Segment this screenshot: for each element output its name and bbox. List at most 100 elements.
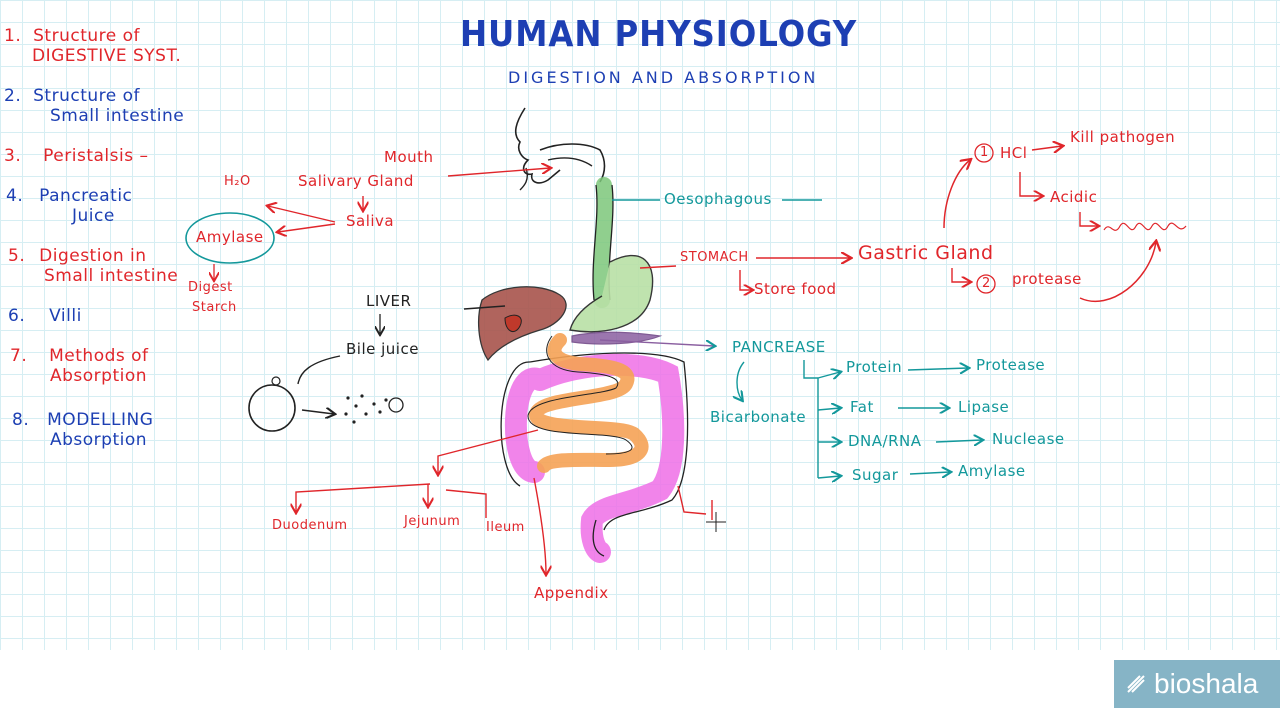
toc-item-8: 8. MODELLING Absorption xyxy=(12,410,153,450)
emulsified-droplets xyxy=(344,394,388,424)
saliva-to-amylase xyxy=(268,206,336,223)
enzyme-label: Nuclease xyxy=(992,430,1065,448)
protease-loop xyxy=(1079,242,1156,303)
toc-num: 6. xyxy=(8,306,26,326)
toc-num: 7. xyxy=(10,346,28,366)
tongue xyxy=(547,157,593,167)
toc-num: 4. xyxy=(6,186,24,206)
fat-globule xyxy=(248,384,296,432)
duodenum-label: Duodenum xyxy=(272,518,348,533)
bile-curve xyxy=(297,355,341,385)
rectum xyxy=(592,519,605,557)
h2o-label: H₂O xyxy=(224,174,251,189)
substrate-label: Protein xyxy=(846,358,903,376)
to-appendix xyxy=(533,477,546,574)
cursor-crosshair xyxy=(706,512,726,532)
toc-num: 5. xyxy=(8,246,26,266)
dna-icon xyxy=(1127,675,1145,693)
bottom-bar xyxy=(0,650,1280,720)
dna-arrow xyxy=(935,440,982,442)
gall-bladder xyxy=(504,314,522,333)
mouth-arrow xyxy=(447,168,550,177)
starch-label: Starch xyxy=(192,300,237,315)
pancrease-to-bicarb xyxy=(737,361,745,400)
toc-num: 1. xyxy=(4,26,22,46)
logo-text: bioshala xyxy=(1154,668,1259,699)
saliva-to-amylase-2 xyxy=(278,223,336,232)
salivary-gland-label: Salivary Gland xyxy=(298,172,414,190)
gastric-to-hcl xyxy=(943,160,970,229)
toc-line: Methods of xyxy=(49,346,149,366)
toc-line: Villi xyxy=(49,306,82,326)
protease-circle xyxy=(976,274,996,294)
protease-number: 2 xyxy=(982,276,991,291)
ileum-label: Ileum xyxy=(486,520,525,535)
amylase-label: Amylase xyxy=(196,228,264,246)
amylase-circle xyxy=(185,212,275,264)
toc-num: 8. xyxy=(12,410,30,430)
toc-num: 3. xyxy=(4,146,22,166)
hcl-to-kill xyxy=(1031,146,1062,150)
toc-line: Small intestine xyxy=(50,106,185,126)
toc-line: Absorption xyxy=(50,430,148,450)
pancrease-label: PANCREASE xyxy=(732,338,826,356)
branch-sugar xyxy=(817,476,840,478)
toc-line: Peristalsis – xyxy=(43,146,149,166)
gastric-gland-label: Gastric Gland xyxy=(858,242,994,264)
protease-gastric-label: protease xyxy=(1012,270,1082,288)
toc-item-3: 3. Peristalsis – xyxy=(4,146,148,166)
intestine-pointer xyxy=(438,429,539,474)
scribble xyxy=(1103,222,1187,231)
enzyme-trunk xyxy=(803,360,819,478)
substrate-label: Fat xyxy=(850,398,874,416)
toc-line: Absorption xyxy=(50,366,148,386)
protein-arrow xyxy=(907,368,968,370)
appendix-label: Appendix xyxy=(534,584,609,602)
to-duodenum xyxy=(296,483,431,512)
enzyme-label: Lipase xyxy=(958,398,1010,416)
bicarbonate-label: Bicarbonate xyxy=(710,408,807,426)
diagram-drawing xyxy=(185,107,1187,650)
acidic-to-scribble xyxy=(1079,212,1098,226)
digest-label: Digest xyxy=(188,280,233,295)
sugar-arrow xyxy=(909,472,950,474)
toc-line: Juice xyxy=(72,206,115,226)
gastric-to-protease xyxy=(951,268,970,282)
hcl-number: 1 xyxy=(980,145,989,160)
branch-protein xyxy=(817,372,840,378)
stomach-label: STOMACH xyxy=(680,250,749,265)
toc-item-7: 7. Methods of Absorption xyxy=(10,346,149,386)
jaw xyxy=(519,167,529,191)
liver-label: LIVER xyxy=(366,292,412,310)
hcl-label: HCl xyxy=(1000,144,1028,162)
toc-item-6: 6. Villi xyxy=(8,306,82,326)
substrate-label: Sugar xyxy=(852,466,899,484)
toc-num: 2. xyxy=(4,86,22,106)
page-subtitle: DIGESTION AND ABSORPTION xyxy=(508,68,819,87)
pancreas xyxy=(571,331,663,345)
enzyme-label: Protease xyxy=(976,356,1046,374)
toc-line: MODELLING xyxy=(47,410,154,430)
enzyme-label: Amylase xyxy=(958,462,1026,480)
kill-pathogen-label: Kill pathogen xyxy=(1070,128,1176,146)
toc-line: DIGESTIVE SYST. xyxy=(32,46,182,66)
oesophagus-label: Oesophagous xyxy=(664,190,772,208)
pancreas-pointer xyxy=(599,339,714,346)
hcl-circle xyxy=(974,143,994,163)
toc-line: Structure of xyxy=(33,86,141,106)
toc-item-4: 4. Pancreatic Juice xyxy=(6,186,132,226)
toc-line: Structure of xyxy=(33,26,141,46)
mouth-cavity xyxy=(539,143,606,183)
toc-item-2: 2. Structure of Small intestine xyxy=(4,86,184,126)
acidic-label: Acidic xyxy=(1050,188,1098,206)
liver xyxy=(478,286,567,362)
jejunum-label: Jejunum xyxy=(404,514,461,529)
stomach-to-store xyxy=(739,270,752,290)
toc-item-5: 5. Digestion in Small intestine xyxy=(8,246,178,286)
branch-fat xyxy=(817,408,840,410)
toc-item-1: 1. Structure of DIGESTIVE SYST. xyxy=(4,26,181,66)
esophagus xyxy=(593,177,613,308)
page-title: HUMAN PHYSIOLOGY xyxy=(460,14,858,55)
stomach xyxy=(569,254,654,333)
toc-line: Digestion in xyxy=(39,246,147,266)
